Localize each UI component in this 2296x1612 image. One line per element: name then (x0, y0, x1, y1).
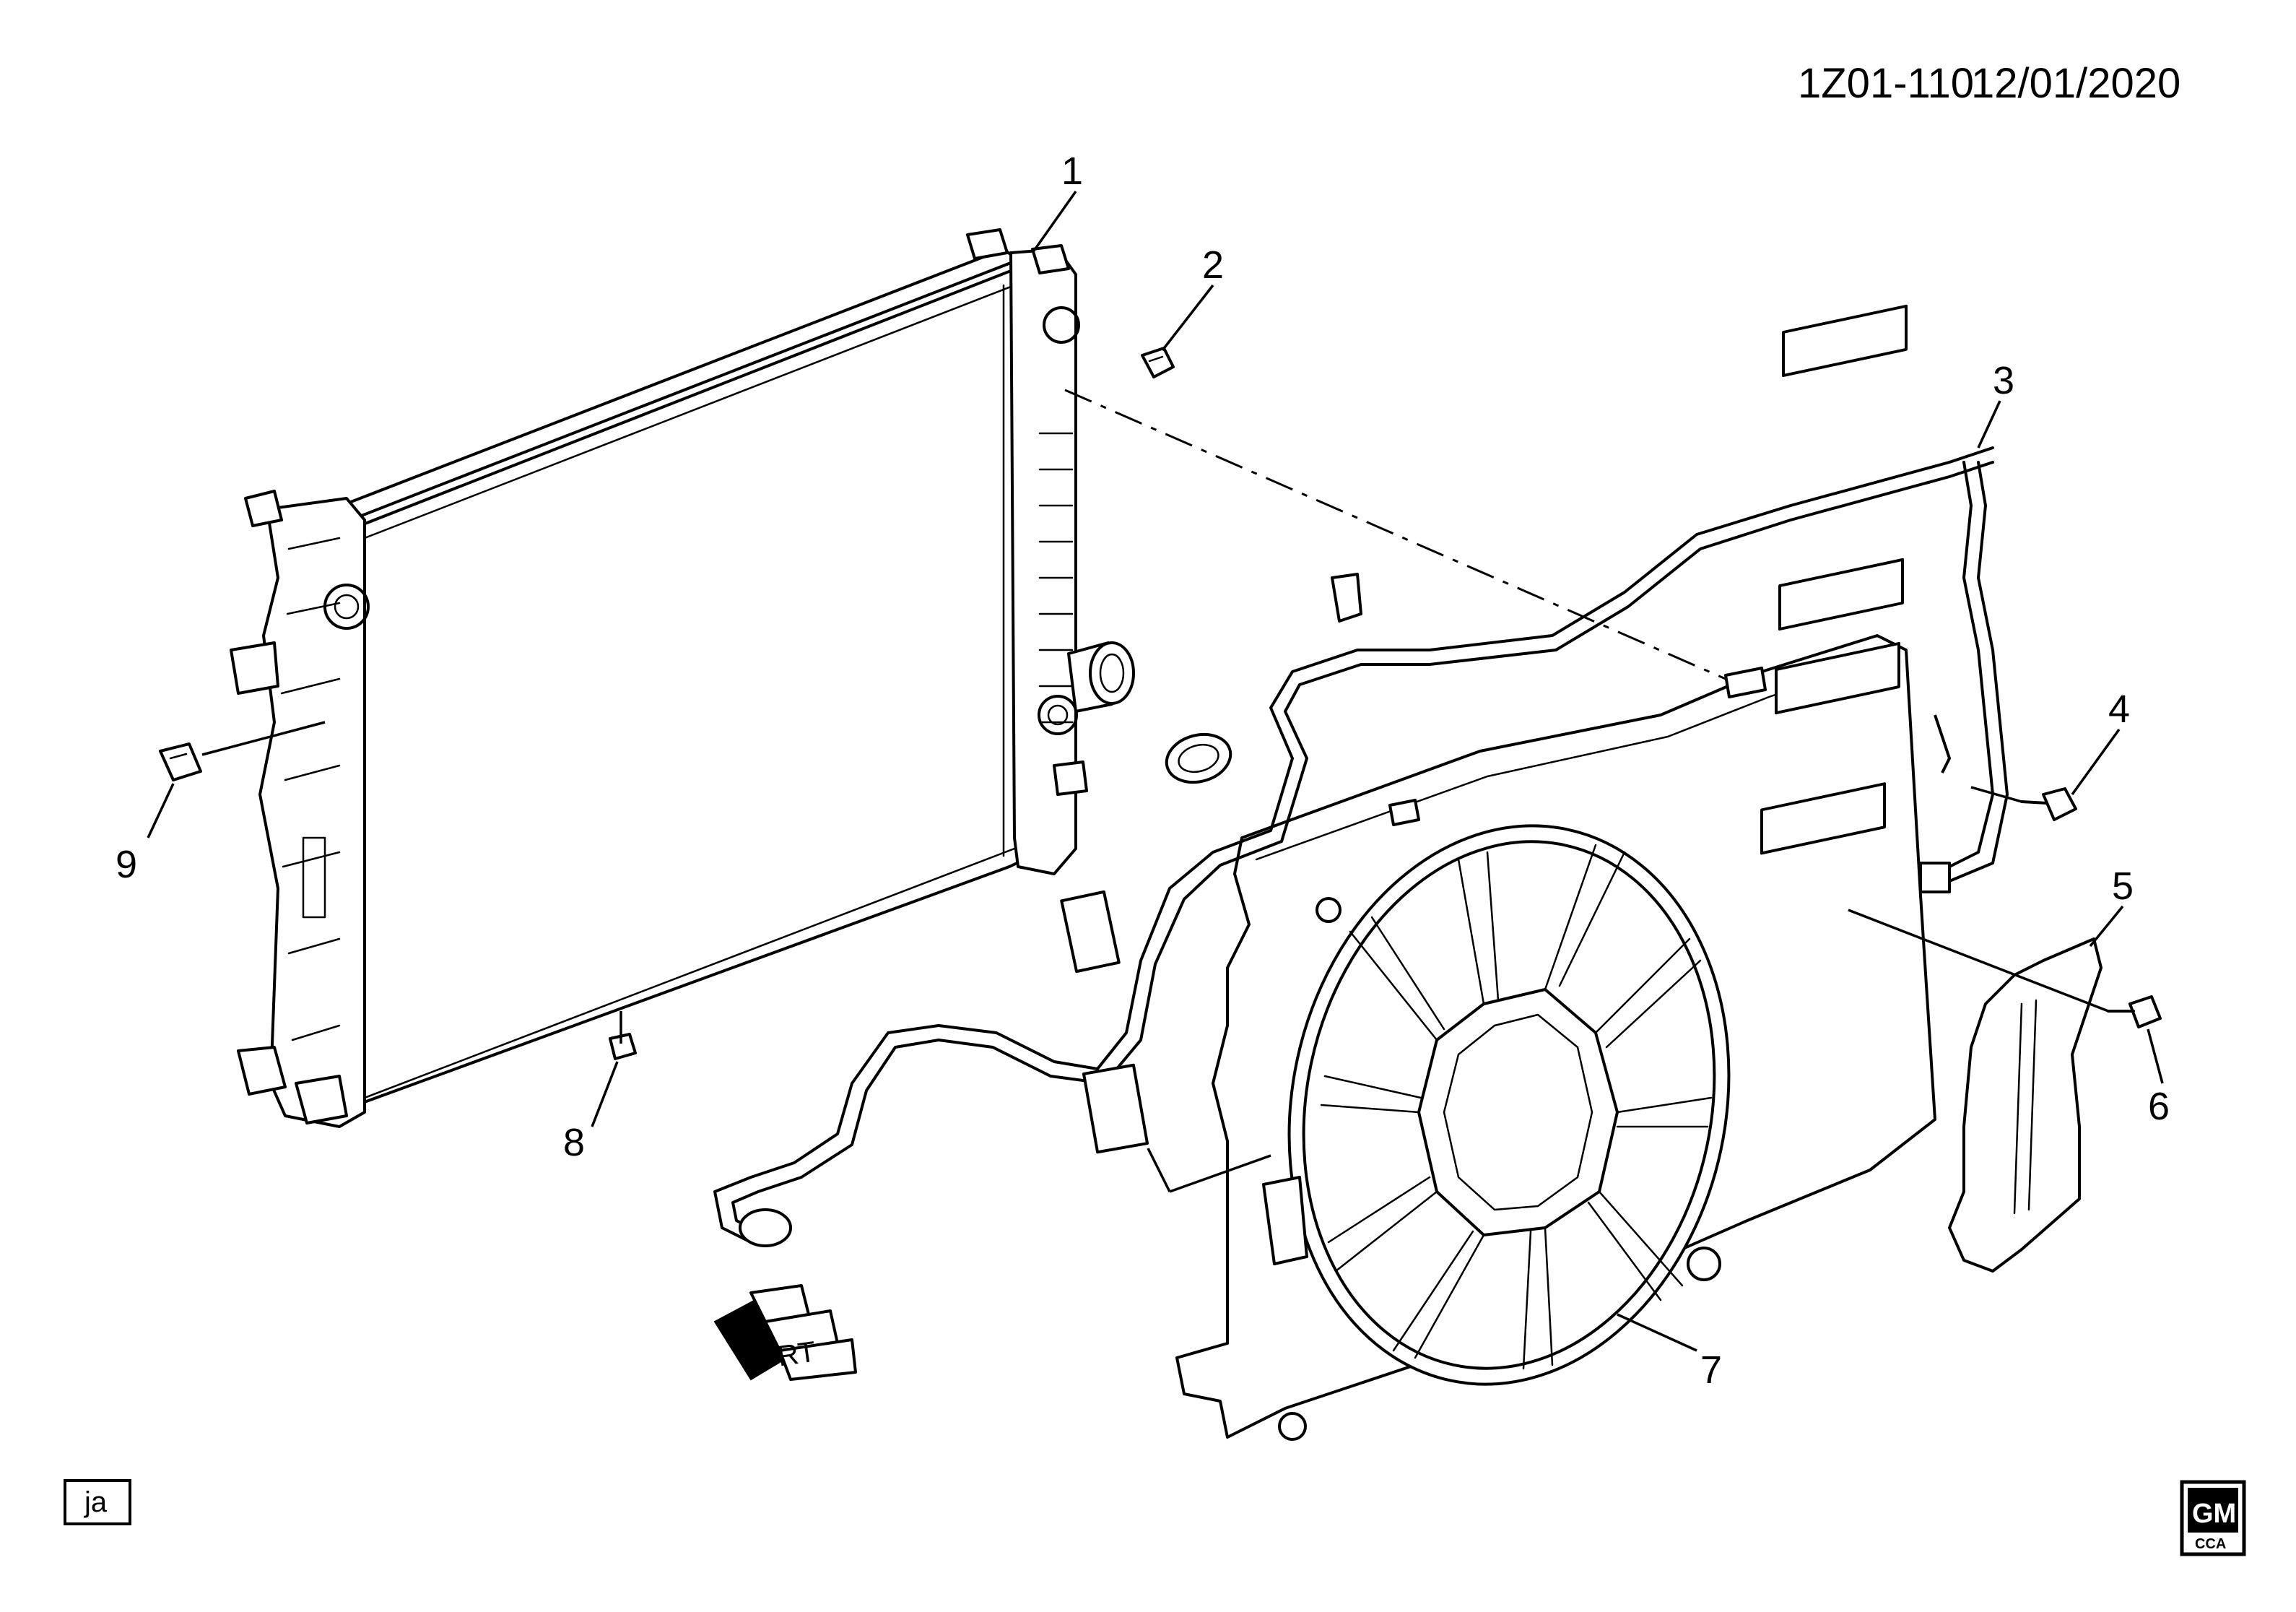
illustrator-code: ja (84, 1486, 108, 1518)
callout-1: 1 (1061, 150, 1083, 193)
callout-2: 2 (1202, 243, 1224, 287)
shroud-louvers (1760, 304, 1908, 855)
diagram-date: 12/01/2020 (1971, 60, 2180, 107)
gm-logo: GM CCA (2180, 1480, 2246, 1556)
leader-lines (147, 190, 2164, 1352)
fan-shroud-illustration (1175, 304, 1951, 1441)
nut-9-illustration (159, 742, 202, 781)
callout-8: 8 (563, 1121, 585, 1164)
callout-4: 4 (2108, 688, 2130, 731)
clip-2-illustration (1141, 347, 1175, 378)
bolt-6-illustration (2107, 995, 2162, 1028)
radiator-illustration (230, 228, 1135, 1128)
diagram-id: 1Z01-110 (1798, 60, 1974, 107)
front-arrow-icon: FRT (713, 1284, 857, 1381)
baffle-illustration (1948, 937, 2103, 1273)
callout-3: 3 (1993, 359, 2014, 402)
callout-6: 6 (2148, 1085, 2170, 1128)
front-label: FRT (758, 1336, 817, 1375)
bolt-4-illustration (2020, 787, 2077, 821)
wiring-harness-illustration (713, 446, 2009, 1247)
callout-9: 9 (116, 843, 137, 886)
callout-7: 7 (1700, 1348, 1722, 1392)
illustrator-code-box: ja (64, 1479, 131, 1525)
callout-5: 5 (2112, 864, 2134, 908)
gm-logo-sub: CCA (2195, 1536, 2226, 1552)
clip-8-illustration (609, 1033, 637, 1060)
gm-logo-brand: GM (2192, 1499, 2236, 1529)
callout-numbers: 1 2 3 4 5 6 7 8 9 (116, 150, 2170, 1392)
